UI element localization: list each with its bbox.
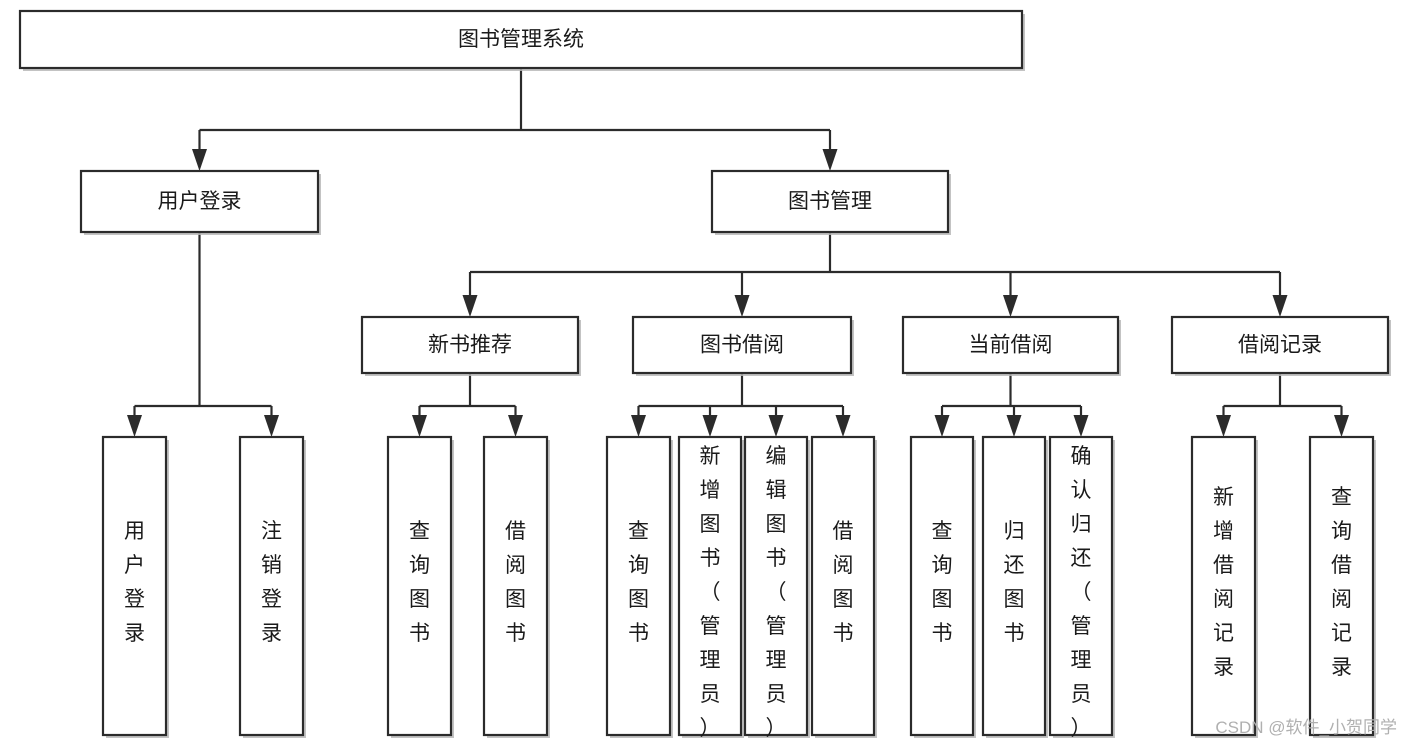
arrow-head-icon <box>462 295 478 317</box>
node-label: 用户登录 <box>158 190 242 213</box>
node-label: 用户登录 <box>124 520 145 645</box>
arrow-head-icon <box>127 415 142 437</box>
node-leaf-add-record[interactable]: 新增借阅记录 <box>1190 435 1258 738</box>
connector-group-borrow <box>631 373 851 437</box>
node-box[interactable] <box>1190 435 1257 737</box>
node-box[interactable] <box>743 435 809 737</box>
connector-group-newbook <box>412 373 523 437</box>
node-label: 图书借阅 <box>700 334 784 357</box>
node-root[interactable]: 图书管理系统 <box>18 9 1025 71</box>
node-leaf-confirm-return[interactable]: 确认归还（管理员） <box>1048 435 1115 740</box>
node-label: 编辑图书（管理员） <box>766 445 787 740</box>
node-box[interactable] <box>810 435 876 737</box>
connector-group-login <box>127 232 279 437</box>
node-box[interactable] <box>386 435 453 737</box>
node-label: 当前借阅 <box>969 334 1053 357</box>
arrow-head-icon <box>1216 415 1231 437</box>
node-leaf-user-logout[interactable]: 注销登录 <box>238 435 306 738</box>
connector-group-record <box>1216 373 1349 437</box>
connector-layer <box>127 68 1349 437</box>
node-label: 查询图书 <box>409 520 430 645</box>
node-label: 新书推荐 <box>428 334 512 357</box>
node-box[interactable] <box>909 435 975 737</box>
node-box[interactable] <box>1170 315 1390 375</box>
node-box[interactable] <box>1048 435 1114 737</box>
node-leaf-query-book-1[interactable]: 查询图书 <box>386 435 454 738</box>
node-label: 查询图书 <box>932 520 953 645</box>
arrow-head-icon <box>631 415 646 437</box>
node-label: 借阅记录 <box>1238 334 1322 357</box>
arrow-head-icon <box>702 415 718 437</box>
node-leaf-query-record[interactable]: 查询借阅记录 <box>1308 435 1376 738</box>
node-leaf-add-book[interactable]: 新增图书（管理员） <box>677 435 744 740</box>
node-box[interactable] <box>631 315 853 375</box>
connector-group-current <box>934 373 1089 437</box>
node-layer: 图书管理系统用户登录图书管理新书推荐图书借阅当前借阅借阅记录用户登录注销登录查询… <box>18 9 1391 740</box>
node-current[interactable]: 当前借阅 <box>901 315 1121 376</box>
arrow-head-icon <box>1073 415 1089 437</box>
node-label: 新增借阅记录 <box>1213 486 1234 679</box>
arrow-head-icon <box>835 415 851 437</box>
node-box[interactable] <box>710 169 950 234</box>
node-label: 注销登录 <box>261 520 282 645</box>
arrow-head-icon <box>934 415 950 437</box>
node-newbook[interactable]: 新书推荐 <box>360 315 581 376</box>
arrow-head-icon <box>1003 295 1018 317</box>
node-label: 新增图书（管理员） <box>700 445 721 740</box>
arrow-head-icon <box>1334 415 1349 437</box>
node-record[interactable]: 借阅记录 <box>1170 315 1391 376</box>
arrow-head-icon <box>192 149 207 171</box>
node-box[interactable] <box>605 435 672 737</box>
node-leaf-edit-book[interactable]: 编辑图书（管理员） <box>743 435 810 740</box>
node-box[interactable] <box>482 435 549 737</box>
node-box[interactable] <box>677 435 743 737</box>
node-label: 归还图书 <box>1004 520 1025 645</box>
node-box[interactable] <box>981 435 1047 737</box>
arrow-head-icon <box>822 149 838 171</box>
arrow-head-icon <box>1006 415 1022 437</box>
arrow-head-icon <box>768 415 784 437</box>
node-leaf-query-book-3[interactable]: 查询图书 <box>909 435 976 738</box>
arrow-head-icon <box>264 415 279 437</box>
node-leaf-user-login[interactable]: 用户登录 <box>101 435 169 738</box>
node-label: 查询借阅记录 <box>1331 486 1352 679</box>
node-label: 确认归还（管理员） <box>1071 445 1092 740</box>
node-label: 查询图书 <box>628 520 649 645</box>
node-login[interactable]: 用户登录 <box>79 169 321 235</box>
node-box[interactable] <box>1308 435 1375 737</box>
arrow-head-icon <box>508 415 523 437</box>
node-box[interactable] <box>901 315 1120 375</box>
node-leaf-return-book[interactable]: 归还图书 <box>981 435 1048 738</box>
connector-group-bookmgmt <box>462 232 1288 317</box>
csdn-watermark: CSDN @软件_小贺同学 <box>1215 718 1397 737</box>
node-label: 借阅图书 <box>833 520 854 645</box>
connector-group-root <box>192 68 838 171</box>
node-leaf-borrow-book-1[interactable]: 借阅图书 <box>482 435 550 738</box>
node-bookmgmt[interactable]: 图书管理 <box>710 169 951 235</box>
node-box[interactable] <box>18 9 1024 70</box>
arrow-head-icon <box>1272 295 1288 317</box>
node-label: 借阅图书 <box>505 520 526 645</box>
node-label: 图书管理 <box>788 190 872 213</box>
node-borrow[interactable]: 图书借阅 <box>631 315 854 376</box>
arrow-head-icon <box>412 415 427 437</box>
node-box[interactable] <box>360 315 580 375</box>
node-box[interactable] <box>79 169 320 234</box>
node-leaf-borrow-book-2[interactable]: 借阅图书 <box>810 435 877 738</box>
node-box[interactable] <box>238 435 305 737</box>
node-label: 图书管理系统 <box>458 28 584 51</box>
node-box[interactable] <box>101 435 168 737</box>
node-leaf-query-book-2[interactable]: 查询图书 <box>605 435 673 738</box>
arrow-head-icon <box>734 295 750 317</box>
